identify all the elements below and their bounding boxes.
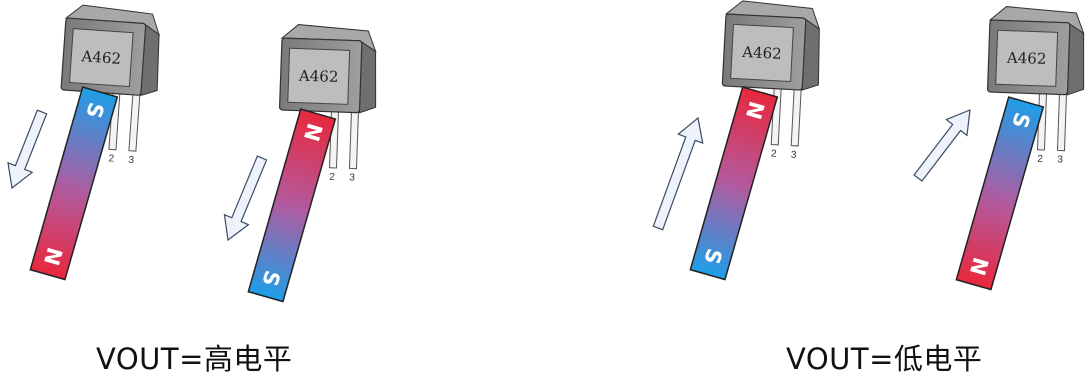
motion-arrow-toward	[913, 109, 971, 182]
chip-marking: A462	[1006, 49, 1047, 68]
caption-output-high: VOUT=高电平	[96, 342, 293, 376]
pin-number-label: 3	[791, 150, 798, 161]
pin-number-label: 2	[1037, 154, 1043, 165]
bar-magnet: NS	[247, 108, 337, 303]
pin-number-label: 3	[128, 155, 135, 166]
bar-magnet: NS	[689, 86, 779, 281]
chip-marking: A462	[298, 67, 339, 86]
magnet-body	[955, 96, 1045, 291]
magnet-body	[29, 86, 119, 281]
arrow-shape	[652, 116, 704, 231]
chip-marking: A462	[80, 47, 122, 68]
caption-output-low: VOUT=低电平	[786, 342, 983, 376]
arrow-shape	[7, 109, 48, 190]
sensor-face	[68, 28, 134, 88]
hall-sensor: 2 3 A462	[60, 4, 161, 166]
motion-arrow-toward	[652, 116, 704, 231]
north-pole-label: N	[299, 121, 327, 145]
motion-arrow-away	[223, 155, 268, 242]
sensor-face	[995, 29, 1059, 87]
chip-marking: A462	[741, 43, 782, 63]
sensor-face	[287, 47, 351, 105]
south-pole-label: S	[81, 100, 108, 121]
north-pole-label: N	[965, 255, 993, 279]
pin-number-label: 3	[349, 172, 355, 183]
north-pole-label: N	[39, 245, 67, 269]
pin-number-label: 3	[1057, 154, 1063, 165]
south-pole-label: S	[699, 246, 726, 267]
north-pole-label: N	[741, 99, 769, 123]
bar-magnet: SN	[955, 96, 1045, 291]
arrow-shape	[223, 155, 268, 242]
motion-arrow-away	[7, 109, 48, 190]
pin-number-label: 2	[771, 149, 778, 160]
pin-number-label: 2	[108, 153, 115, 164]
magnet-body	[247, 108, 337, 303]
pin-number-label: 2	[329, 172, 335, 183]
bar-magnet: SN	[29, 86, 119, 281]
south-pole-label: S	[1007, 110, 1034, 131]
south-pole-label: S	[257, 268, 284, 289]
sensor-face	[730, 23, 794, 82]
arrow-shape	[913, 109, 971, 182]
magnet-body	[689, 86, 779, 281]
